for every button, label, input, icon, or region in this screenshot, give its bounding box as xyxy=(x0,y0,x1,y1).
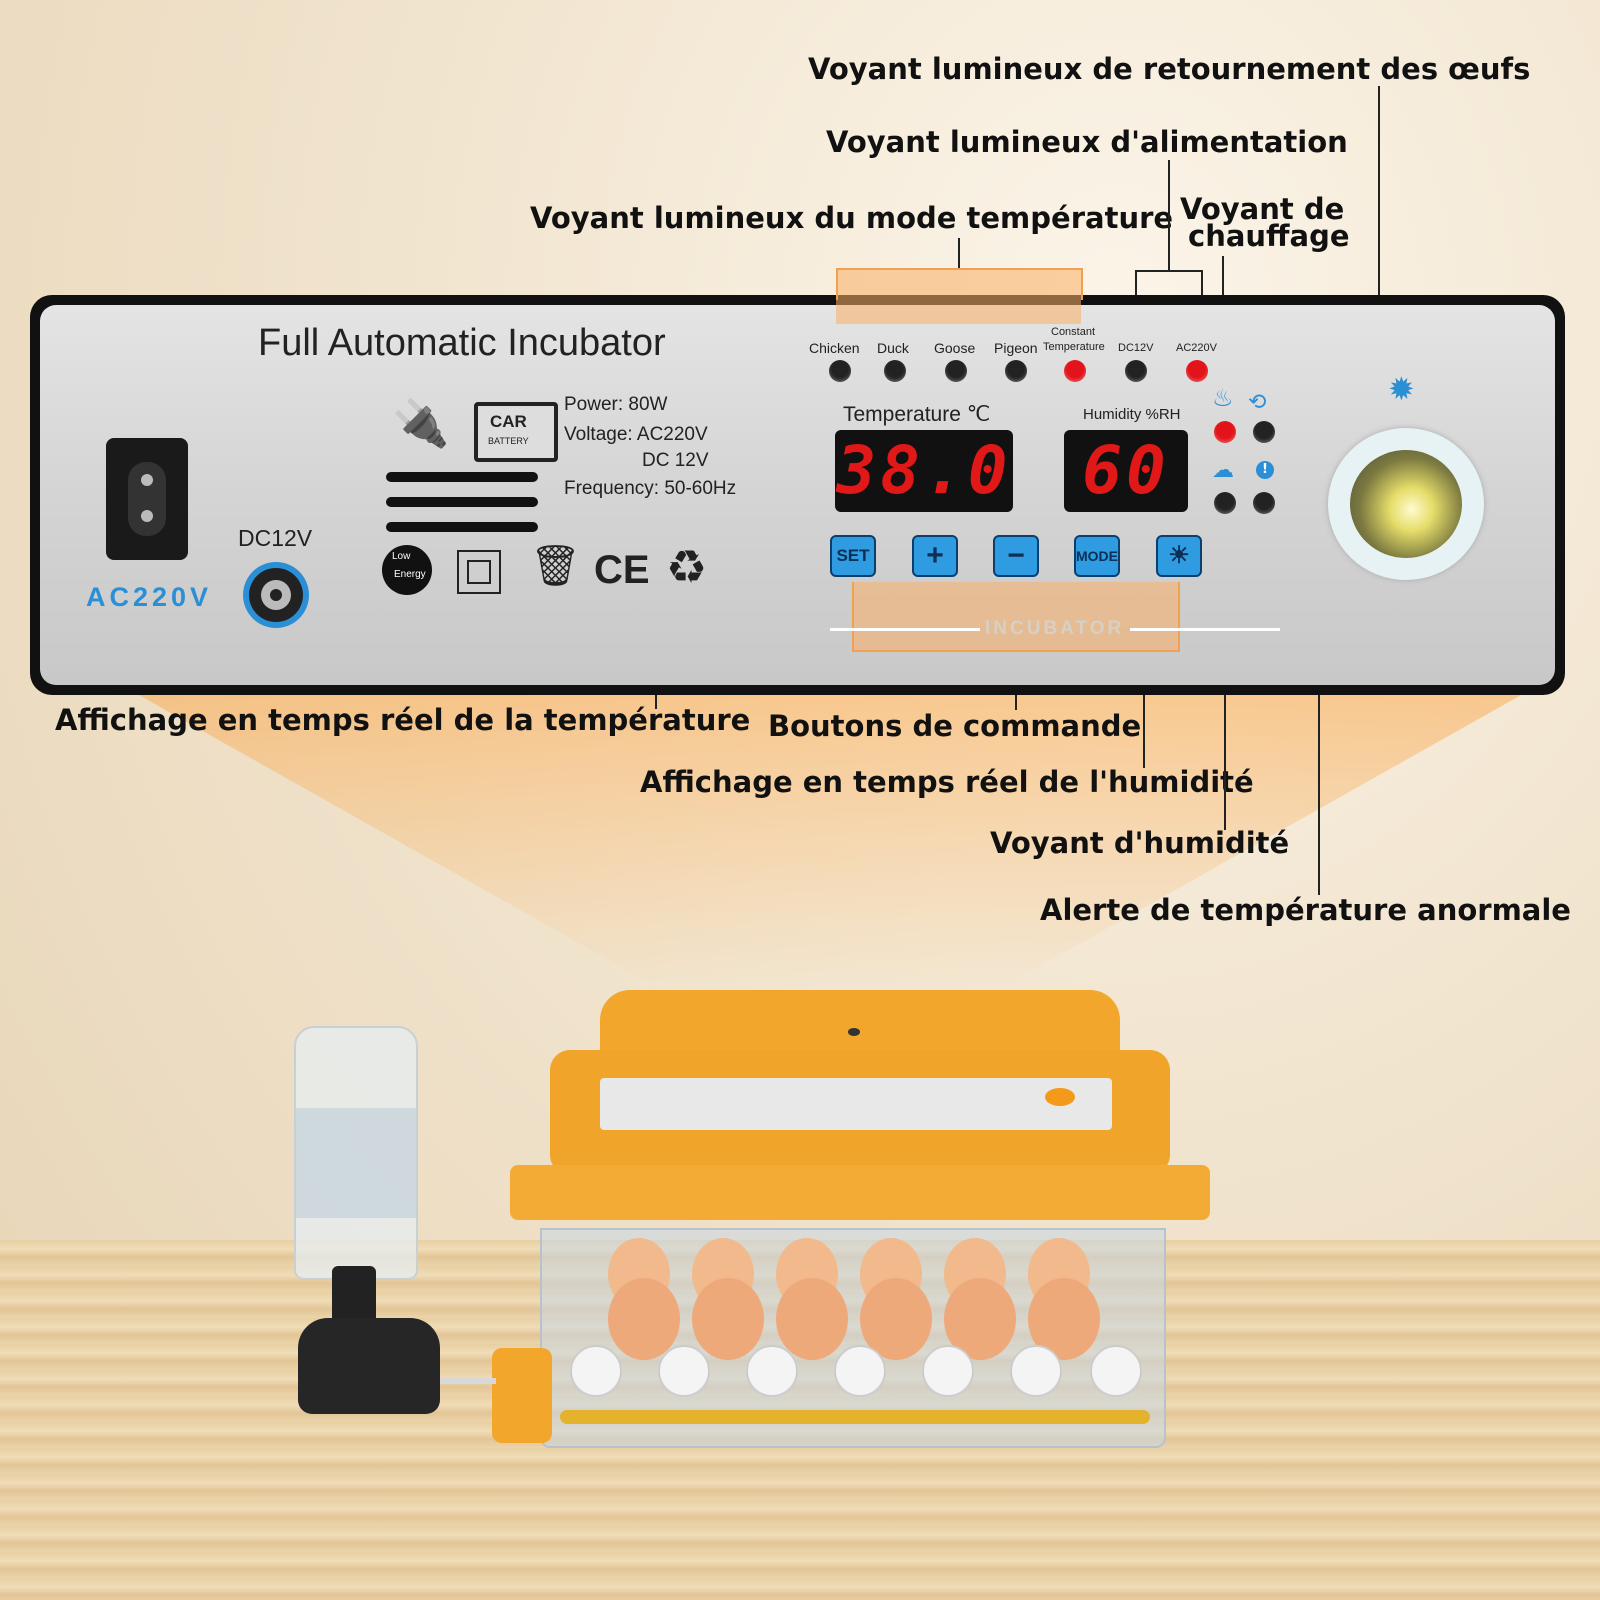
set-button[interactable]: SET xyxy=(830,535,876,577)
ac-socket[interactable] xyxy=(106,438,188,560)
humidity-display: 60 xyxy=(1064,430,1188,512)
ce-mark: CE xyxy=(594,548,650,592)
incubator-brand: INCUBATOR xyxy=(985,618,1125,639)
water-tube xyxy=(440,1378,496,1384)
led-dc12v xyxy=(1125,360,1147,382)
ac220v-led-label: AC220V xyxy=(1176,342,1217,354)
callout-control-buttons: Boutons de commande xyxy=(768,709,1142,743)
callout-egg-turning: Voyant lumineux de retournement des œufs xyxy=(808,52,1531,86)
dc12v-led-label: DC12V xyxy=(1118,342,1154,354)
panel-accent-line xyxy=(1130,628,1280,631)
turning-rack xyxy=(560,1410,1150,1424)
leader-temp-alarm xyxy=(1318,502,1320,895)
control-panel xyxy=(30,295,1565,695)
dc-symbol-bar xyxy=(386,497,538,507)
car-battery-icon: CAR BATTERY xyxy=(474,402,558,462)
spec-power: Power: 80W xyxy=(564,394,668,415)
temp-mode-bracket xyxy=(836,268,1083,300)
dc12v-label: DC12V xyxy=(238,525,313,551)
humidity-display-label: Humidity %RH xyxy=(1083,406,1181,423)
dc-symbol-bar xyxy=(386,522,538,532)
minus-button[interactable]: − xyxy=(993,535,1039,577)
light-bulb-icon: ☀ xyxy=(1168,542,1190,569)
leader-power xyxy=(1168,160,1170,270)
mode-label-chicken: Chicken xyxy=(809,340,860,356)
dc-jack[interactable] xyxy=(243,562,309,628)
temperature-display-label: Temperature ℃ xyxy=(843,403,991,426)
plus-button[interactable]: + xyxy=(912,535,958,577)
callout-heating-line2: chauffage xyxy=(1188,219,1350,253)
led-duck xyxy=(884,360,906,382)
led-ac220v xyxy=(1186,360,1208,382)
spec-voltage: Voltage: AC220V xyxy=(564,424,708,445)
candling-lamp[interactable] xyxy=(1328,428,1484,580)
callout-temp-alarm: Alerte de température anormale xyxy=(1040,893,1571,927)
panel-accent-line xyxy=(830,628,980,631)
spec-dc: DC 12V xyxy=(642,450,709,471)
ac220v-label: AC220V xyxy=(86,582,213,612)
humidity-cloud-icon: ☁ xyxy=(1212,458,1234,483)
motor-cap xyxy=(492,1348,552,1443)
weee-bin-icon: 🗑 xyxy=(530,543,581,589)
car-battery-text: CAR xyxy=(490,412,527,431)
incubator-lid xyxy=(510,990,1210,1230)
buttons-highlight xyxy=(852,582,1178,652)
led-humidity xyxy=(1214,492,1236,514)
led-goose xyxy=(945,360,967,382)
leader-egg-turning xyxy=(1378,86,1380,431)
bottle-cap xyxy=(332,1266,376,1326)
temperature-mode-label: Temperature xyxy=(1043,341,1105,353)
callout-humidity-display: Affichage en temps réel de l'humidité xyxy=(640,765,1254,799)
spec-frequency: Frequency: 50-60Hz xyxy=(564,478,737,499)
buttons-bracket xyxy=(852,582,1180,652)
callout-heating-line1: Voyant de xyxy=(1180,192,1345,226)
led-pigeon xyxy=(1005,360,1027,382)
led-heating xyxy=(1214,421,1236,443)
low-energy-icon: Low Energy xyxy=(382,545,432,595)
light-button[interactable]: ☀ xyxy=(1156,535,1202,577)
callout-power: Voyant lumineux d'alimentation xyxy=(826,125,1348,159)
dc-symbol-bar xyxy=(386,472,538,482)
recycle-icon: ♻ xyxy=(666,540,708,594)
egg-tray xyxy=(608,1238,1128,1388)
water-base xyxy=(298,1318,440,1414)
led-constant-temperature xyxy=(1064,360,1086,382)
leader-power-h xyxy=(1135,270,1203,272)
leader-temp-mode xyxy=(958,238,960,268)
energy-text: Energy xyxy=(394,569,426,580)
callout-humidity-led: Voyant d'humidité xyxy=(990,826,1290,860)
mode-label-pigeon: Pigeon xyxy=(994,340,1038,356)
alert-icon: ! xyxy=(1256,461,1274,479)
led-chicken xyxy=(829,360,851,382)
lamp-sun-icon: ✹ xyxy=(1388,370,1415,408)
constant-label: Constant xyxy=(1051,326,1096,338)
temp-mode-highlight xyxy=(836,268,1081,324)
egg-rollers xyxy=(570,1345,1150,1405)
led-egg-turning xyxy=(1253,421,1275,443)
mode-label-goose: Goose xyxy=(934,340,976,356)
low-energy-text: Low xyxy=(392,551,411,562)
plug-icon: 🔌 xyxy=(392,396,450,450)
mode-button[interactable]: MODE xyxy=(1074,535,1120,577)
water-bottle xyxy=(294,1026,418,1280)
egg-turn-icon: ⟲ xyxy=(1248,390,1267,415)
double-insulation-icon xyxy=(457,550,501,594)
flame-icon: ♨ xyxy=(1212,384,1234,412)
led-temperature-alarm xyxy=(1253,492,1275,514)
temperature-display: 38.0 xyxy=(835,430,1013,512)
callout-temp-mode: Voyant lumineux du mode température xyxy=(530,201,1174,235)
battery-text: BATTERY xyxy=(488,436,529,446)
mode-label-duck: Duck xyxy=(877,340,909,356)
panel-title: Full Automatic Incubator xyxy=(258,322,666,364)
callout-temp-display: Affichage en temps réel de la températur… xyxy=(55,703,751,737)
